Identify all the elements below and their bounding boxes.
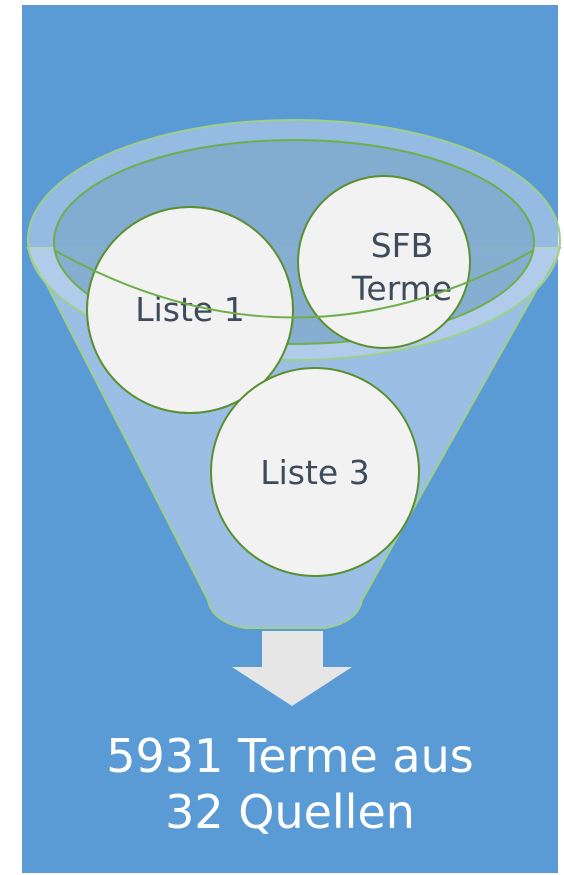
circle-label: Liste 3 [260,453,369,492]
circle-label-line2: Terme [351,269,452,308]
caption-line-1: 5931 Terme aus [106,729,474,783]
circle-sfb-terme: SFB Terme [297,175,471,349]
circle-label-line1: SFB [371,226,434,265]
circle-liste-3: Liste 3 [210,367,420,577]
result-caption: 5931 Terme aus 32 Quellen [22,728,558,840]
funnel-rim-front [53,249,535,319]
circle-label: Liste 1 [135,290,244,329]
caption-line-2: 32 Quellen [165,785,415,839]
circle-liste-1: Liste 1 [86,206,294,414]
down-arrow-icon [232,631,352,706]
